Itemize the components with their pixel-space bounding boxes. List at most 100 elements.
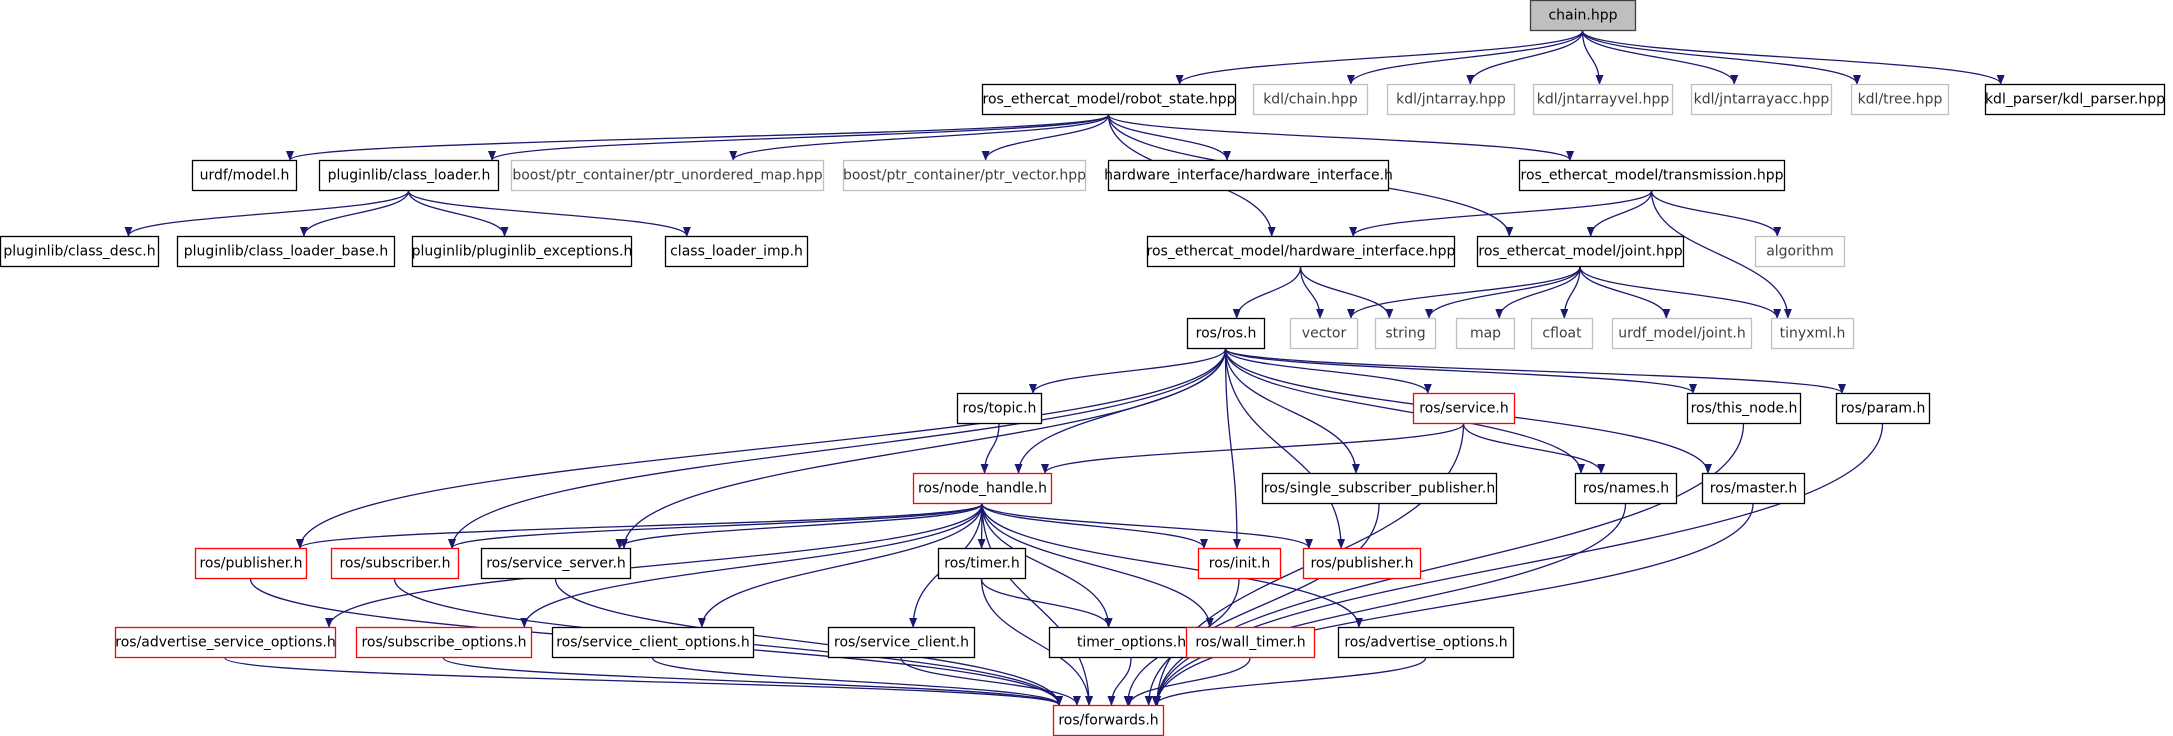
edge-class_loader-to-class_loader_base bbox=[299, 190, 410, 237]
node-label: string bbox=[1385, 326, 1425, 342]
node-label: ros/advertise_options.h bbox=[1344, 635, 1507, 651]
node-ros_param[interactable]: ros/param.h bbox=[1835, 392, 1931, 425]
edge-rem_joint-to-urdf_model_joint bbox=[1579, 266, 1671, 319]
edge-ros_ros-to-ros_topic bbox=[1029, 348, 1227, 394]
node-ros_forwards[interactable]: ros/forwards.h bbox=[1052, 704, 1165, 736]
node-urdf_model[interactable]: urdf/model.h bbox=[191, 159, 298, 192]
edge-rem_joint-to-cfloat bbox=[1560, 266, 1581, 319]
node-box bbox=[176, 235, 396, 268]
edge-robot_state-to-ptr_vector bbox=[981, 114, 1110, 161]
edge-ros_node_handle-to-ros_subscribe_opts bbox=[520, 503, 983, 628]
edge-chain-to-kdl_jntarrayvel bbox=[1581, 30, 1604, 85]
node-kdl_jntarrayacc: kdl/jntarrayacc.hpp bbox=[1690, 83, 1833, 116]
node-rem_joint[interactable]: ros_ethercat_model/joint.hpp bbox=[1476, 235, 1685, 268]
edge-ros_adv_opts-to-ros_forwards bbox=[1151, 657, 1427, 706]
node-ros_subscriber[interactable]: ros/subscriber.h bbox=[330, 547, 460, 580]
node-ros_adv_opts[interactable]: ros/advertise_options.h bbox=[1337, 626, 1515, 659]
node-label: hardware_interface/hardware_interface.h bbox=[1104, 168, 1393, 184]
edge-chain-to-kdl_chain bbox=[1346, 30, 1584, 85]
node-box bbox=[1476, 235, 1685, 268]
node-transmission[interactable]: ros_ethercat_model/transmission.hpp bbox=[1518, 159, 1786, 192]
edge-ros_ros-to-ros_single_sub_pub bbox=[1224, 348, 1360, 474]
node-box bbox=[1529, 0, 1637, 32]
node-urdf_model_joint: urdf_model/joint.h bbox=[1611, 317, 1753, 350]
node-ros_publisher_r[interactable]: ros/publisher.h bbox=[1302, 547, 1422, 580]
node-kdl_parser[interactable]: kdl_parser/kdl_parser.hpp bbox=[1984, 83, 2166, 116]
node-ros_ros[interactable]: ros/ros.h bbox=[1186, 317, 1266, 350]
node-box bbox=[981, 83, 1237, 116]
edge-robot_state-to-transmission bbox=[1107, 114, 1574, 161]
edge-ros_ros-to-ros_publisher_r bbox=[1224, 348, 1346, 549]
node-box bbox=[1337, 626, 1515, 659]
edge-class_loader-to-class_loader_imp bbox=[407, 190, 691, 237]
node-box bbox=[1690, 83, 1833, 116]
edge-ros_topic-to-ros_node_handle bbox=[980, 423, 1000, 474]
node-box bbox=[1107, 159, 1390, 192]
node-ros_master[interactable]: ros/master.h bbox=[1701, 472, 1806, 505]
edge-robot_state-to-class_loader bbox=[488, 114, 1110, 161]
node-box bbox=[1686, 392, 1802, 425]
edge-ros_ros-to-ros_init bbox=[1224, 348, 1241, 549]
node-ros_topic[interactable]: ros/topic.h bbox=[956, 392, 1043, 425]
node-ros_service[interactable]: ros/service.h bbox=[1412, 392, 1516, 425]
node-label: ros/single_subscriber_publisher.h bbox=[1264, 481, 1495, 497]
node-vector: vector bbox=[1289, 317, 1359, 350]
node-label: ros/service_client.h bbox=[834, 635, 969, 651]
node-chain[interactable]: chain.hpp bbox=[1529, 0, 1637, 32]
node-ros_this_node[interactable]: ros/this_node.h bbox=[1686, 392, 1802, 425]
node-box bbox=[1412, 392, 1516, 425]
node-class_desc[interactable]: pluginlib/class_desc.h bbox=[0, 235, 160, 268]
node-label: boost/ptr_container/ptr_vector.hpp bbox=[843, 168, 1086, 184]
node-ros_subscribe_opts[interactable]: ros/subscribe_options.h bbox=[355, 626, 533, 659]
node-label: cfloat bbox=[1542, 326, 1582, 342]
node-kdl_jntarrayvel: kdl/jntarrayvel.hpp bbox=[1532, 83, 1674, 116]
node-ros_single_sub_pub[interactable]: ros/single_subscriber_publisher.h bbox=[1261, 472, 1498, 505]
node-label: kdl/jntarray.hpp bbox=[1396, 92, 1506, 108]
node-hw_iface_hw[interactable]: hardware_interface/hardware_interface.h bbox=[1104, 159, 1393, 192]
node-ros_wall_timer[interactable]: ros/wall_timer.h bbox=[1185, 626, 1316, 659]
node-ros_srv_client_opts[interactable]: ros/service_client_options.h bbox=[551, 626, 755, 659]
edge-ros_ros-to-ros_param bbox=[1224, 348, 1846, 394]
node-box bbox=[191, 159, 298, 192]
node-ros_service_server[interactable]: ros/service_server.h bbox=[480, 547, 632, 580]
node-ros_init[interactable]: ros/init.h bbox=[1197, 547, 1282, 580]
edge-chain-to-kdl_parser bbox=[1581, 30, 2005, 85]
node-ros_publisher_l[interactable]: ros/publisher.h bbox=[194, 547, 308, 580]
edge-chain-to-kdl_tree bbox=[1581, 30, 1861, 85]
node-ros_adv_srv_opts[interactable]: ros/advertise_service_options.h bbox=[114, 626, 337, 659]
node-tinyxml: tinyxml.h bbox=[1770, 317, 1855, 350]
node-ros_timer[interactable]: ros/timer.h bbox=[937, 547, 1027, 580]
node-ros_service_client[interactable]: ros/service_client.h bbox=[827, 626, 976, 659]
edge-class_loader-to-class_desc bbox=[124, 190, 410, 237]
node-box bbox=[551, 626, 755, 659]
node-ros_names[interactable]: ros/names.h bbox=[1574, 472, 1678, 505]
node-label: ros/publisher.h bbox=[1310, 556, 1413, 572]
node-label: ros/ros.h bbox=[1196, 326, 1257, 342]
edge-rem_hw_iface-to-vector bbox=[1299, 266, 1325, 319]
node-box bbox=[956, 392, 1043, 425]
node-class_loader_imp[interactable]: class_loader_imp.h bbox=[664, 235, 809, 268]
node-label: ros/subscribe_options.h bbox=[361, 635, 526, 651]
node-label: pluginlib/class_loader.h bbox=[328, 168, 491, 184]
edge-ros_ros-to-ros_publisher_l bbox=[296, 348, 1227, 549]
edge-ros_node_handle-to-ros_wall_timer bbox=[981, 503, 1214, 628]
edge-ros_adv_srv_opts-to-ros_forwards bbox=[224, 657, 1063, 706]
node-box bbox=[1146, 235, 1456, 268]
node-robot_state[interactable]: ros_ethercat_model/robot_state.hpp bbox=[981, 83, 1237, 116]
node-label: ros_ethercat_model/hardware_interface.hp… bbox=[1147, 244, 1456, 260]
node-rem_hw_iface[interactable]: ros_ethercat_model/hardware_interface.hp… bbox=[1146, 235, 1456, 268]
node-class_loader[interactable]: pluginlib/class_loader.h bbox=[318, 159, 500, 192]
node-label: kdl/chain.hpp bbox=[1263, 92, 1358, 108]
node-label: ros/master.h bbox=[1710, 481, 1797, 497]
edge-ros_ros-to-ros_subscriber bbox=[448, 348, 1227, 549]
node-label: pluginlib/class_desc.h bbox=[3, 244, 155, 260]
node-label: chain.hpp bbox=[1548, 8, 1617, 24]
edge-ros_node_handle-to-ros_subscriber bbox=[448, 503, 983, 549]
node-class_loader_base[interactable]: pluginlib/class_loader_base.h bbox=[176, 235, 396, 268]
node-pluginlib_exceptions[interactable]: pluginlib/pluginlib_exceptions.h bbox=[412, 235, 633, 268]
node-ros_node_handle[interactable]: ros/node_handle.h bbox=[912, 472, 1053, 505]
edge-robot_state-to-hw_iface_hw bbox=[1107, 114, 1232, 161]
edge-ros_node_handle-to-ros_adv_opts bbox=[981, 503, 1363, 628]
edge-ros_node_handle-to-ros_srv_client_opts bbox=[697, 503, 983, 628]
